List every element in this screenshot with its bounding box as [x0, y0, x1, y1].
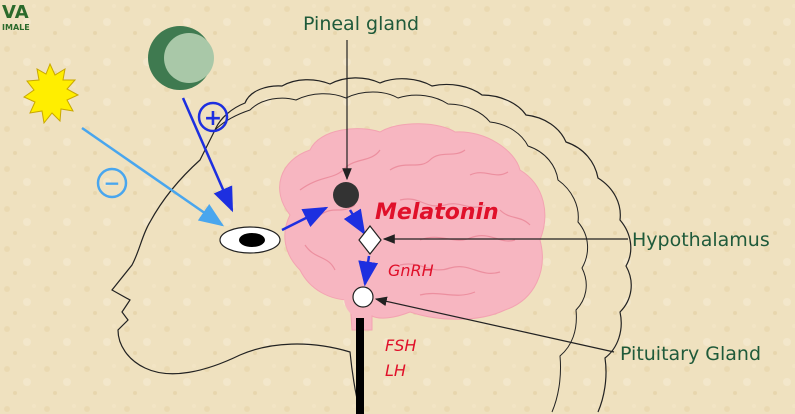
- plus-text: +: [204, 106, 222, 131]
- pineal-gland-node: [333, 182, 359, 208]
- logo-bottom-text: IMALE: [2, 23, 30, 32]
- logo: VA IMALE: [2, 2, 30, 32]
- pineal-gland-label: Pineal gland: [303, 13, 419, 35]
- hypothalamus-label: Hypothalamus: [632, 229, 770, 251]
- melatonin-label: Melatonin: [375, 200, 499, 225]
- pituitary-gland-node: [353, 287, 373, 307]
- gnrh-label: GnRH: [388, 261, 434, 280]
- logo-top-text: VA: [2, 2, 29, 23]
- spinal-stalk: [356, 318, 364, 414]
- pituitary-gland-label: Pituitary Gland: [620, 343, 761, 365]
- minus-text: −: [104, 171, 121, 195]
- lh-label: LH: [385, 361, 406, 380]
- pupil: [239, 233, 265, 247]
- fsh-label: FSH: [385, 336, 416, 355]
